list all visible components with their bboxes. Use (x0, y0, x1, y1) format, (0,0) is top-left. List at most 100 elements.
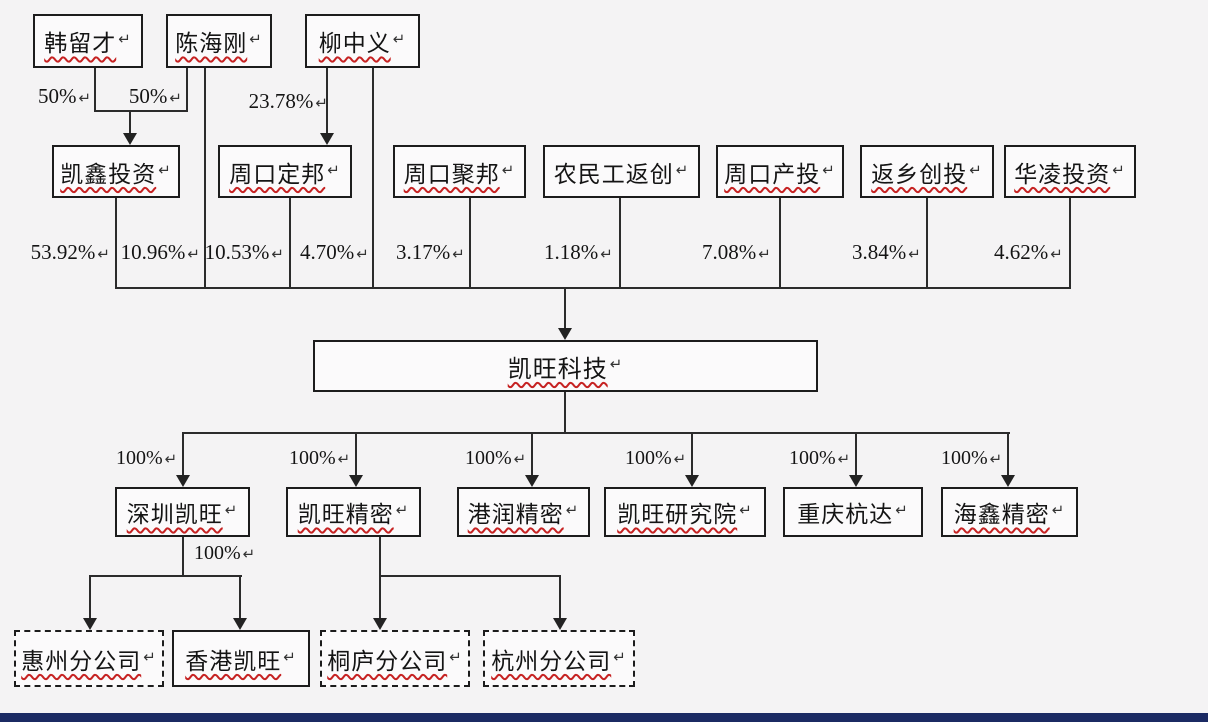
arrowhead-icon (233, 618, 247, 630)
node-label: 柳中义 (318, 31, 391, 56)
return-mark-icon: ↵ (1050, 245, 1063, 263)
return-mark-icon: ↵ (249, 30, 263, 48)
return-mark-icon: ↵ (739, 501, 753, 519)
connector-line (115, 198, 117, 289)
return-mark-icon: ↵ (242, 545, 256, 563)
node-huizhou-fengongsi: 惠州分公司↵ (14, 630, 164, 687)
pct-value: 100% (194, 542, 241, 564)
return-mark-icon: ↵ (908, 245, 921, 263)
return-mark-icon: ↵ (1112, 160, 1126, 179)
return-mark-icon: ↵ (271, 245, 284, 263)
return-mark-icon: ↵ (501, 160, 516, 179)
pct-dingbang: 10.53%↵ (202, 240, 284, 265)
connector-line (326, 68, 328, 136)
node-label: 凯鑫投资 (60, 161, 157, 187)
connector-line (89, 575, 242, 577)
pct-value: 53.92% (30, 240, 96, 264)
pct-value: 7.08% (702, 240, 757, 264)
connector-line (779, 198, 781, 289)
return-mark-icon: ↵ (989, 450, 1003, 468)
return-mark-icon: ↵ (513, 450, 527, 468)
pct-kaixin: 53.92%↵ (22, 240, 110, 265)
pct-nmfc: 1.18%↵ (544, 240, 613, 265)
node-hualing-touzi: 华凌投资↵ (1004, 145, 1136, 198)
return-mark-icon: ↵ (609, 355, 624, 373)
pct-value: 10.96% (120, 240, 186, 264)
return-mark-icon: ↵ (158, 160, 172, 179)
return-mark-icon: ↵ (78, 89, 92, 107)
pct-haixin: 100%↵ (941, 447, 1003, 470)
pct-liu-direct: 4.70%↵ (300, 240, 369, 265)
pct-value: 100% (625, 447, 672, 469)
node-liu-zhongyi: 柳中义↵ (305, 14, 420, 68)
node-label: 桐庐分公司 (327, 648, 448, 674)
return-mark-icon: ↵ (356, 245, 369, 263)
pct-value: 23.78% (248, 89, 314, 113)
arrowhead-icon (176, 475, 190, 487)
connector-line (89, 576, 91, 621)
pct-hangda: 100%↵ (789, 447, 850, 470)
return-mark-icon: ↵ (395, 501, 410, 519)
node-hangzhou-fengongsi: 杭州分公司↵ (483, 630, 635, 687)
pct-shenzhen-sub: 100%↵ (194, 542, 258, 565)
arrowhead-icon (558, 328, 572, 340)
return-mark-icon: ↵ (187, 245, 200, 263)
node-hongkong-kaiwang: 香港凯旺↵ (172, 630, 310, 687)
connector-line (379, 575, 561, 577)
node-zhoukou-dingbang: 周口定邦↵ (218, 145, 352, 198)
return-mark-icon: ↵ (118, 30, 132, 48)
pct-chantou: 7.08%↵ (702, 240, 771, 265)
pct-value: 100% (289, 447, 336, 469)
arrowhead-icon (1001, 475, 1015, 487)
arrowhead-icon (349, 475, 363, 487)
return-mark-icon: ↵ (327, 160, 341, 179)
connector-line (94, 110, 188, 112)
connector-line (564, 392, 566, 434)
return-mark-icon: ↵ (283, 647, 297, 666)
return-mark-icon: ↵ (164, 450, 178, 468)
node-kaiwang-keji: 凯旺科技↵ (313, 340, 818, 392)
connector-line (239, 576, 241, 621)
connector-line (469, 198, 471, 289)
pct-yanjiuyuan: 100%↵ (625, 447, 686, 470)
connector-line (926, 198, 928, 289)
pct-fxct: 3.84%↵ (852, 240, 921, 265)
return-mark-icon: ↵ (895, 501, 909, 519)
node-tonglu-fengongsi: 桐庐分公司↵ (320, 630, 470, 687)
connector-line (204, 68, 206, 289)
connector-line (855, 433, 857, 478)
arrowhead-icon (123, 133, 137, 145)
node-nongmingong-fanchuang: 农民工返创↵ (543, 145, 700, 198)
pct-value: 3.84% (852, 240, 907, 264)
pct-value: 50% (38, 84, 77, 108)
node-label: 深圳凯旺 (126, 502, 223, 527)
return-mark-icon: ↵ (452, 245, 465, 263)
node-zhoukou-jubang: 周口聚邦↵ (393, 145, 526, 198)
pct-value: 100% (116, 447, 163, 469)
connector-line (559, 576, 561, 621)
pct-jingmi: 100%↵ (289, 447, 350, 470)
return-mark-icon: ↵ (224, 501, 239, 519)
connector-line (182, 537, 184, 577)
node-chen-haigang: 陈海刚↵ (166, 14, 272, 68)
connector-line (564, 289, 566, 331)
node-label: 凯旺研究院 (617, 502, 738, 527)
arrowhead-icon (373, 618, 387, 630)
pct-value: 3.17% (396, 240, 451, 264)
connector-line (182, 433, 184, 478)
arrowhead-icon (525, 475, 539, 487)
pct-value: 100% (465, 447, 512, 469)
node-label: 海鑫精密 (953, 502, 1050, 527)
pct-value: 100% (789, 447, 836, 469)
pct-hualing: 4.62%↵ (994, 240, 1063, 265)
node-label: 周口聚邦 (403, 161, 500, 187)
pct-value: 100% (941, 447, 988, 469)
node-gangrun-jingmi: 港润精密↵ (457, 487, 590, 537)
return-mark-icon: ↵ (169, 89, 182, 107)
pct-shenzhen: 100%↵ (116, 447, 178, 470)
pct-gangrun: 100%↵ (465, 447, 527, 470)
return-mark-icon: ↵ (675, 160, 690, 179)
arrowhead-icon (685, 475, 699, 487)
pct-jubang: 3.17%↵ (396, 240, 465, 265)
connector-line (355, 433, 357, 478)
